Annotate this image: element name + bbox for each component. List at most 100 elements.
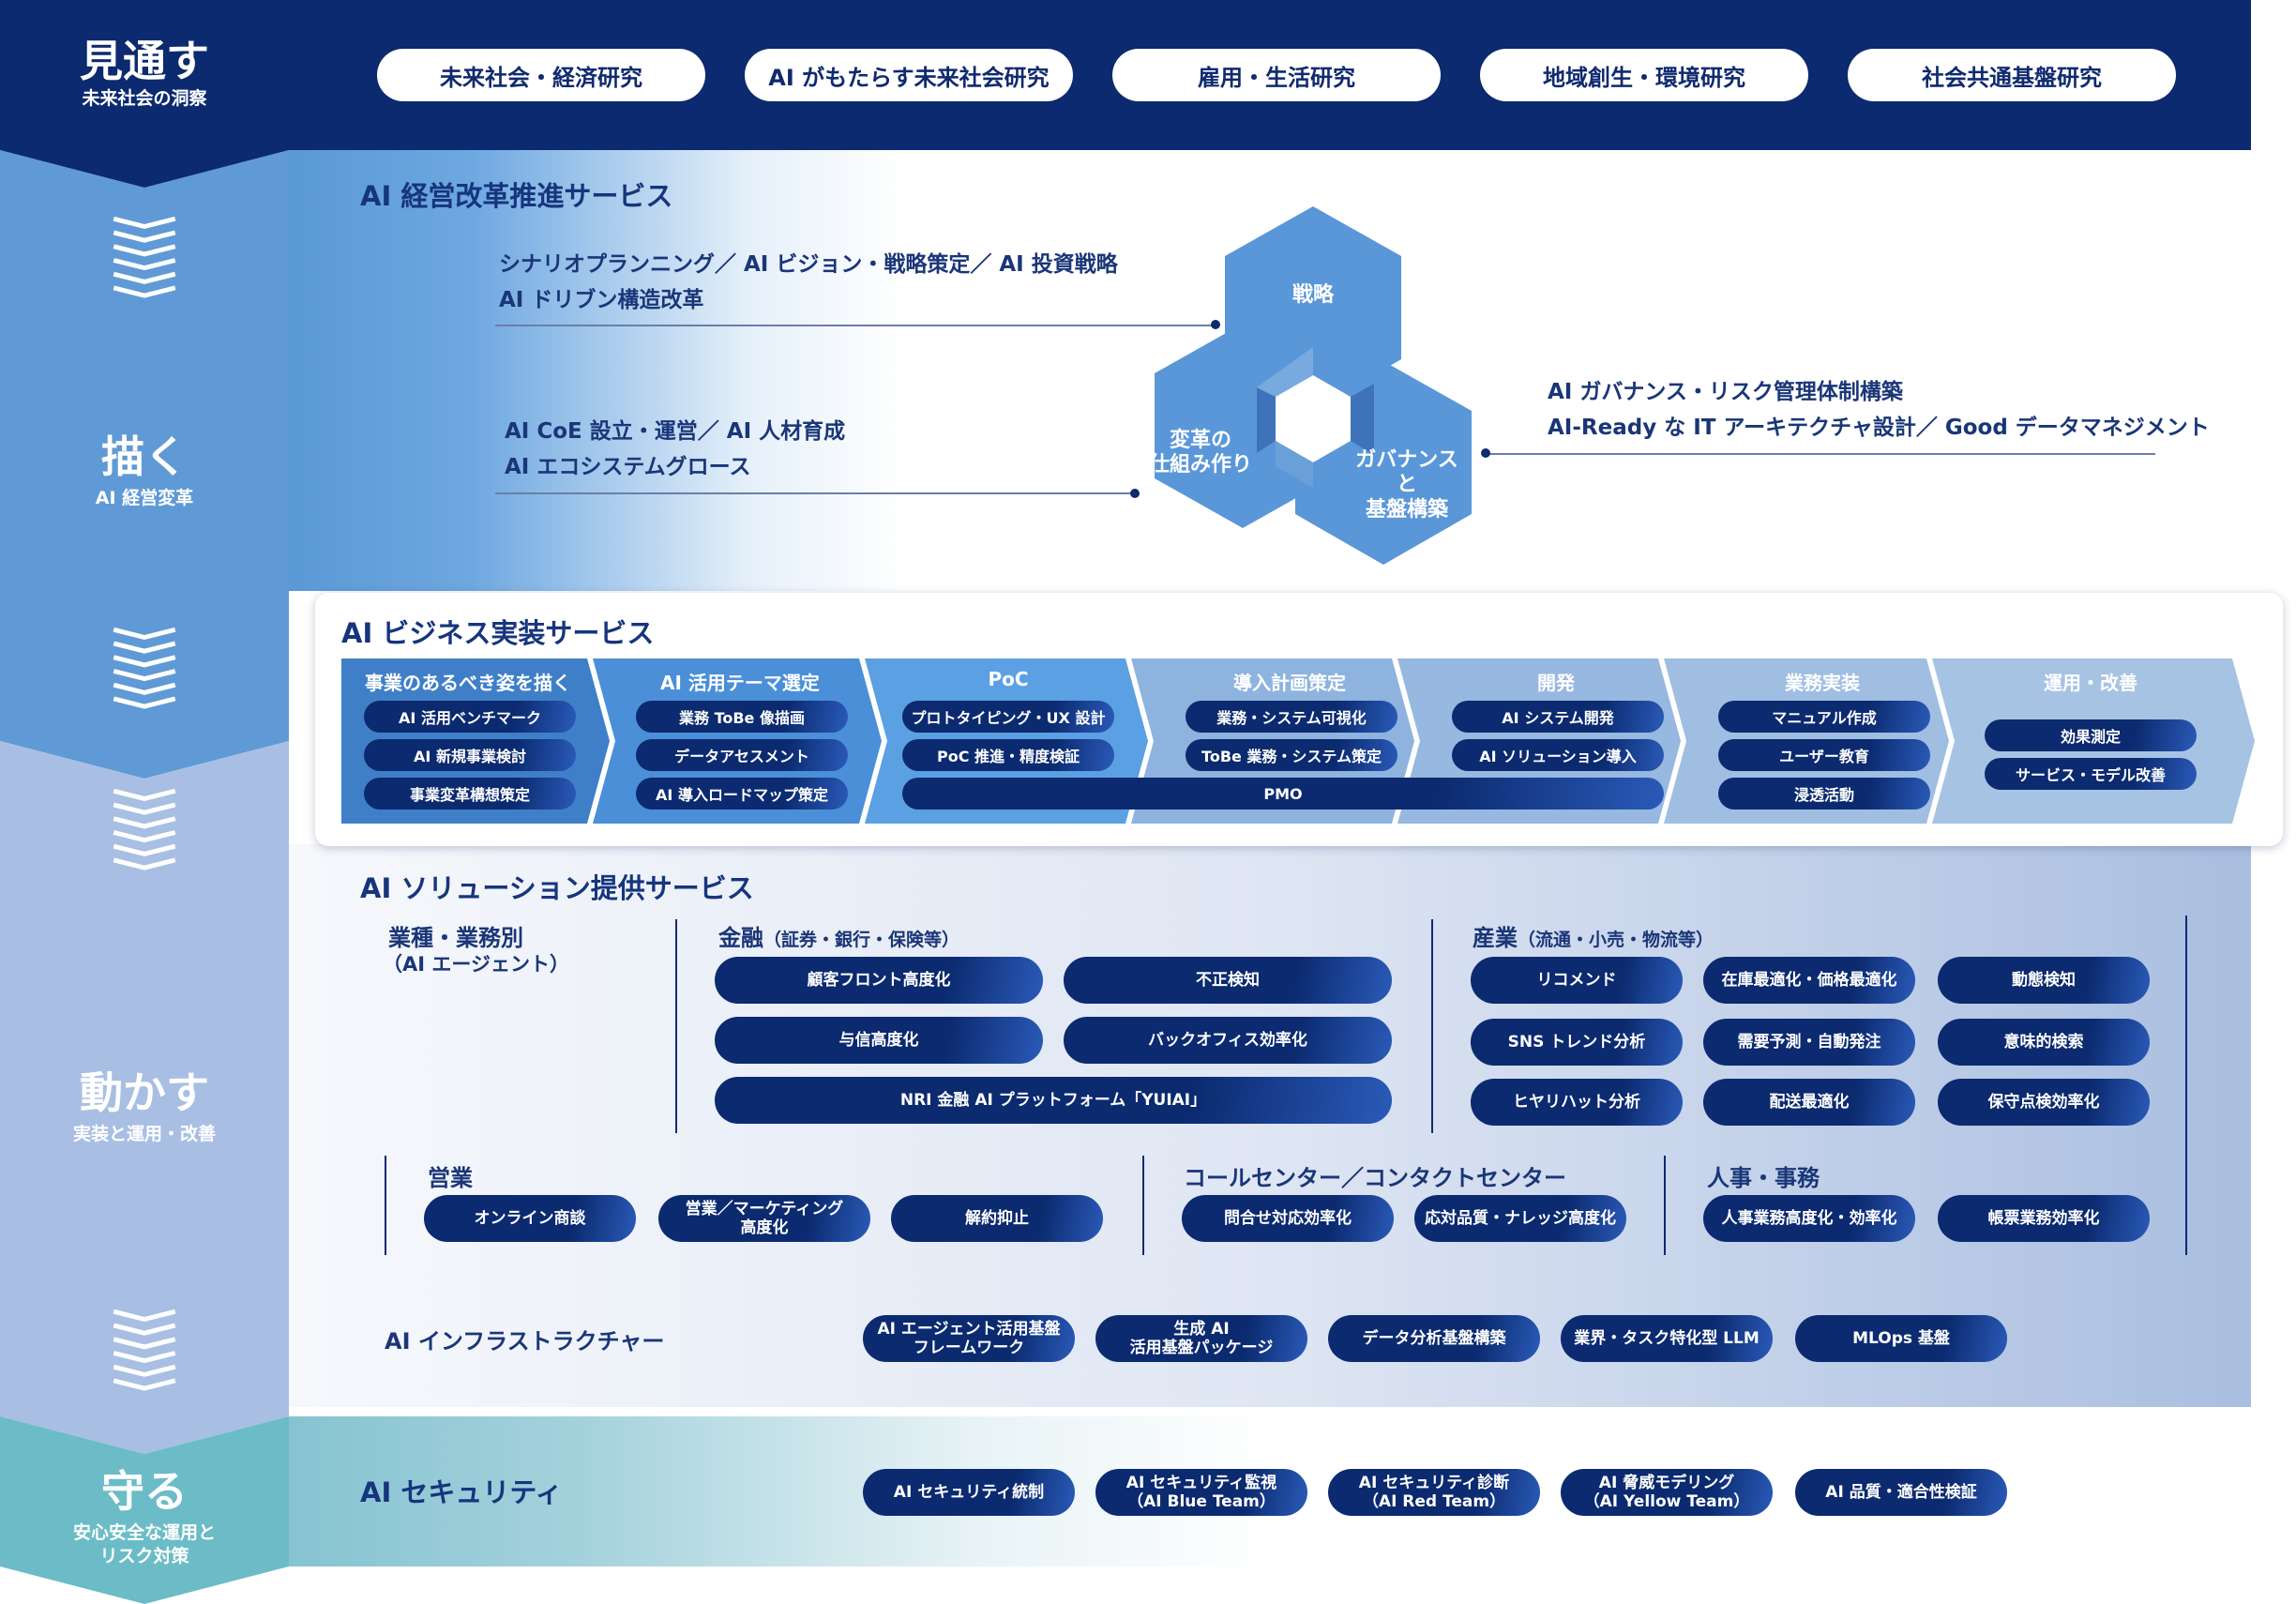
management-left-bottom: AI CoE 設立・運営／ AI 人材育成 AI エコシステムグロース bbox=[505, 415, 845, 486]
phase-item: AI 導入ロードマップ策定 bbox=[636, 778, 848, 810]
management-left-bottom-line-2: AI エコシステムグロース bbox=[505, 454, 751, 479]
phase-item: 業務 ToBe 像描画 bbox=[636, 701, 848, 733]
phase-item: ユーザー教育 bbox=[1718, 739, 1930, 771]
finance-heading: 金融（証券・銀行・保険等） bbox=[718, 919, 959, 952]
hex-change-label-line-1: 変革の bbox=[1169, 429, 1231, 452]
draw-subtitle: AI 経営変革 bbox=[95, 487, 194, 508]
phase-label-7: 運用・改善 bbox=[2044, 672, 2137, 694]
security-item-line-1: AI セキュリティ監視 bbox=[1125, 1473, 1277, 1492]
solution-item: 営業／マーケティング 高度化 bbox=[658, 1195, 870, 1242]
protect-subtitle-line-2: リスク対策 bbox=[99, 1546, 189, 1567]
pmo-bar: PMO bbox=[902, 778, 1664, 810]
connector-line bbox=[1486, 453, 2155, 455]
protect-heading: 守る 安心安全な運用と リスク対策 bbox=[0, 1468, 289, 1569]
industry2-heading-label: 産業 bbox=[1473, 925, 1518, 951]
phase-item: サービス・モデル改善 bbox=[1985, 758, 2197, 790]
divider bbox=[675, 919, 677, 1133]
research-pill-1: 未来社会・経済研究 bbox=[377, 49, 705, 101]
industry2-heading-note: （流通・小売・物流等） bbox=[1518, 930, 1714, 950]
infra-item-line-1: 生成 AI bbox=[1173, 1319, 1230, 1339]
phase-item: PoC 推進・精度検証 bbox=[902, 739, 1114, 771]
research-pill-2: AI がもたらす未来社会研究 bbox=[745, 49, 1073, 101]
divider bbox=[2185, 915, 2187, 1255]
hex-change-label: 変革の 仕組み作り bbox=[1135, 429, 1266, 478]
phase-item: プロトタイピング・UX 設計 bbox=[902, 701, 1114, 733]
phase-item: AI システム開発 bbox=[1452, 701, 1664, 733]
solution-item: 保守点検効率化 bbox=[1938, 1079, 2150, 1126]
call-center-heading: コールセンター／コンタクトセンター bbox=[1184, 1165, 1566, 1191]
solution-item: 人事業務高度化・効率化 bbox=[1703, 1195, 1915, 1242]
protect-title: 守る bbox=[101, 1466, 188, 1517]
solution-item-line-1: 営業／マーケティング bbox=[685, 1199, 844, 1218]
move-subtitle: 実装と運用・改善 bbox=[72, 1123, 216, 1144]
vision-title: 見通す bbox=[80, 36, 209, 86]
phase-item: 事業変革構想策定 bbox=[364, 778, 576, 810]
phase-item: データアセスメント bbox=[636, 739, 848, 771]
chevron-down-icon bbox=[113, 1309, 176, 1391]
hex-governance-label-line-1: ガバナンス bbox=[1355, 448, 1458, 472]
security-item: AI セキュリティ診断 （AI Red Team） bbox=[1328, 1469, 1540, 1516]
phase-item: 業務・システム可視化 bbox=[1186, 701, 1397, 733]
infra-heading: AI インフラストラクチャー bbox=[385, 1328, 665, 1354]
infra-item: 生成 AI 活用基盤パッケージ bbox=[1095, 1315, 1307, 1362]
solution-item: 意味的検索 bbox=[1938, 1019, 2150, 1066]
phase-item: 浸透活動 bbox=[1718, 778, 1930, 810]
security-item: AI 品質・適合性検証 bbox=[1795, 1469, 2007, 1516]
phase-label-2: AI 活用テーマ選定 bbox=[660, 672, 820, 694]
management-left-top-line-1: シナリオプランニング／ AI ビジョン・戦略策定／ AI 投資戦略 bbox=[499, 252, 1118, 277]
research-pill-4: 地域創生・環境研究 bbox=[1480, 49, 1808, 101]
solution-item: 不正検知 bbox=[1064, 957, 1392, 1004]
divider bbox=[1664, 1156, 1666, 1255]
solution-item: 動態検知 bbox=[1938, 957, 2150, 1004]
phase-label-5: 開発 bbox=[1537, 672, 1575, 694]
solution-item: 顧客フロント高度化 bbox=[715, 957, 1043, 1004]
phase-item: AI 活用ベンチマーク bbox=[364, 701, 576, 733]
security-title: AI セキュリティ bbox=[360, 1476, 563, 1508]
protect-subtitle-line-1: 安心安全な運用と bbox=[72, 1521, 216, 1543]
solution-item: 与信高度化 bbox=[715, 1017, 1043, 1064]
divider bbox=[1431, 919, 1433, 1133]
finance-platform: NRI 金融 AI プラットフォーム「YUIAI」 bbox=[715, 1077, 1392, 1124]
finance-heading-label: 金融 bbox=[718, 925, 763, 951]
vision-subtitle: 未来社会の洞察 bbox=[82, 87, 207, 109]
connector-line bbox=[495, 325, 1216, 326]
management-left-bottom-line-1: AI CoE 設立・運営／ AI 人材育成 bbox=[505, 419, 846, 444]
industry2-heading: 産業（流通・小売・物流等） bbox=[1473, 919, 1714, 952]
security-item-line-2: （AI Blue Team） bbox=[1127, 1492, 1276, 1511]
infra-item-line-2: フレームワーク bbox=[913, 1339, 1025, 1357]
infra-item-line-2: 活用基盤パッケージ bbox=[1129, 1339, 1274, 1357]
phase-item: 効果測定 bbox=[1985, 719, 2197, 751]
finance-heading-note: （証券・銀行・保険等） bbox=[763, 930, 960, 950]
infra-item-line-1: AI エージェント活用基盤 bbox=[877, 1319, 1061, 1339]
solution-title: AI ソリューション提供サービス bbox=[360, 872, 754, 904]
management-title: AI 経営改革推進サービス bbox=[360, 180, 673, 212]
security-item-line-1: AI セキュリティ診断 bbox=[1358, 1473, 1510, 1492]
industry-heading: 業種・業務別 bbox=[388, 925, 523, 951]
connector-dot bbox=[1211, 320, 1220, 329]
research-pill-3: 雇用・生活研究 bbox=[1112, 49, 1441, 101]
phase-label-6: 業務実装 bbox=[1785, 672, 1860, 694]
research-pill-5: 社会共通基盤研究 bbox=[1848, 49, 2176, 101]
infra-item: 業界・タスク特化型 LLM bbox=[1561, 1315, 1773, 1362]
connector-dot bbox=[1130, 489, 1140, 498]
solution-item: リコメンド bbox=[1471, 957, 1683, 1004]
solution-item: 需要予測・自動発注 bbox=[1703, 1019, 1915, 1066]
strategy-hexagon-diagram bbox=[1130, 206, 1490, 565]
solution-item: 問合せ対応効率化 bbox=[1182, 1195, 1394, 1242]
hr-heading: 人事・事務 bbox=[1707, 1165, 1820, 1191]
business-title: AI ビジネス実装サービス bbox=[341, 617, 655, 649]
infra-item: データ分析基盤構築 bbox=[1328, 1315, 1540, 1362]
chevron-down-icon bbox=[113, 788, 176, 870]
solution-item: 応対品質・ナレッジ高度化 bbox=[1414, 1195, 1626, 1242]
hex-governance-label-line-3: 基盤構築 bbox=[1365, 497, 1448, 522]
phase-item: マニュアル作成 bbox=[1718, 701, 1930, 733]
phase-label-1: 事業のあるべき姿を描く bbox=[365, 672, 571, 694]
hex-strategy-label: 戦略 bbox=[1292, 283, 1334, 307]
hex-governance-label: ガバナンス と 基盤構築 bbox=[1341, 448, 1473, 522]
draw-heading: 描く AI 経営変革 bbox=[0, 433, 289, 510]
vision-heading: 見通す 未来社会の洞察 bbox=[0, 38, 289, 111]
management-left-top: シナリオプランニング／ AI ビジョン・戦略策定／ AI 投資戦略 AI ドリブ… bbox=[499, 248, 1118, 319]
divider bbox=[385, 1156, 386, 1255]
solution-item: バックオフィス効率化 bbox=[1064, 1017, 1392, 1064]
protect-subtitle: 安心安全な運用と リスク対策 bbox=[0, 1521, 289, 1569]
